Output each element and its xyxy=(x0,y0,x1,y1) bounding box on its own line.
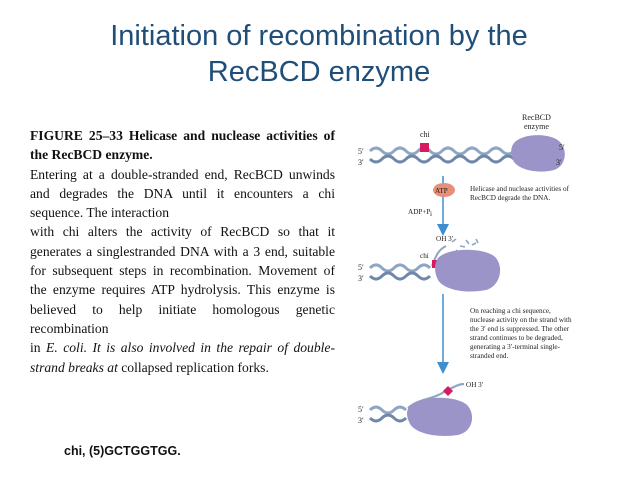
prime5-label-2: 5′ xyxy=(358,263,364,272)
enzyme-label-2: enzyme xyxy=(524,122,549,131)
enzyme-label-1: RecBCD xyxy=(522,113,551,122)
prime3-label-1b: 3′ xyxy=(556,158,562,167)
caption-body-2: with chi alters the activity of RecBCD s… xyxy=(30,224,335,336)
recbcd-diagram: RecBCD enzyme chi 5′ 3′ 5′ 3′ ATP ADP+P … xyxy=(358,113,572,436)
caption-heading: FIGURE 25–33 Helicase and nuclease activ… xyxy=(30,128,335,163)
caption-body-3-tail: collapsed replication forks. xyxy=(117,359,269,375)
prime3-label-1: 3′ xyxy=(358,158,364,167)
recbcd-figure: RecBCD enzyme chi 5′ 3′ 5′ 3′ ATP ADP+P … xyxy=(348,108,638,438)
dna-strand-bottom-1 xyxy=(368,154,528,164)
dna-strand-top-2 xyxy=(368,263,432,273)
slide-title: Initiation of recombination by the RecBC… xyxy=(0,18,638,90)
panel-3: OH 3′ 5′ 3′ xyxy=(358,381,484,436)
oh3-label-3: OH 3′ xyxy=(466,381,484,389)
note1-line-1: Helicase and nuclease activities of xyxy=(470,185,570,193)
prime3-label-2: 3′ xyxy=(358,274,364,283)
atp-badge xyxy=(433,183,455,197)
note2-line-2: nuclease activity on the strand with xyxy=(470,316,572,324)
note2-line-4: strand continues to be degraded, xyxy=(470,334,563,342)
caption-body-3-italic: E. coli. It is also involved in the repa… xyxy=(30,340,335,375)
caption-body-1: Entering at a double-stranded end, RecBC… xyxy=(30,166,335,221)
title-line-2: RecBCD enzyme xyxy=(207,56,431,88)
dna-strand-bottom-3 xyxy=(368,413,408,423)
note2-line-5: generating a 3′-terminal single- xyxy=(470,343,561,351)
recbcd-enzyme-2 xyxy=(435,249,501,292)
prime5-label-3: 5′ xyxy=(358,405,364,414)
recbcd-enzyme-1 xyxy=(511,135,565,172)
oh3-label-2: OH 3′ xyxy=(436,235,454,243)
recbcd-enzyme-3 xyxy=(407,397,473,436)
chi-sequence-note: chi, (5)GCTGGTGG. xyxy=(64,444,181,458)
note2-line-1: On reaching a chi sequence, xyxy=(470,307,551,315)
note1-line-2: RecBCD degrade the DNA. xyxy=(470,194,550,202)
prime3-label-3: 3′ xyxy=(358,416,364,425)
chi-label-1: chi xyxy=(420,130,431,139)
figure-caption: FIGURE 25–33 Helicase and nuclease activ… xyxy=(30,126,335,377)
caption-body-3: in E. coli. It is also involved in the r… xyxy=(30,338,335,377)
chi-site-1 xyxy=(420,143,429,152)
prime5-label-1: 5′ xyxy=(358,147,364,156)
chi-label-2: chi xyxy=(420,252,429,260)
atp-label: ATP xyxy=(435,187,448,195)
note2-line-6: stranded end. xyxy=(470,352,509,360)
panel-2: OH 3′ 5′ 3′ chi xyxy=(358,235,501,292)
dna-strand-top-1 xyxy=(368,146,528,156)
dna-strand-top-3 xyxy=(368,405,408,415)
panel-1: RecBCD enzyme chi 5′ 3′ 5′ 3′ xyxy=(358,113,565,172)
caption-body-3-lead: in xyxy=(30,340,47,356)
prime5-label-1b: 5′ xyxy=(559,143,565,152)
dna-strand-bottom-2 xyxy=(368,271,432,281)
adp-label: ADP+P xyxy=(408,208,430,216)
chi-site-3 xyxy=(443,386,453,396)
title-line-1: Initiation of recombination by the xyxy=(110,20,528,52)
adp-subscript: i xyxy=(430,210,432,218)
note2-line-3: the 3′ end is suppressed. The other xyxy=(470,325,570,333)
